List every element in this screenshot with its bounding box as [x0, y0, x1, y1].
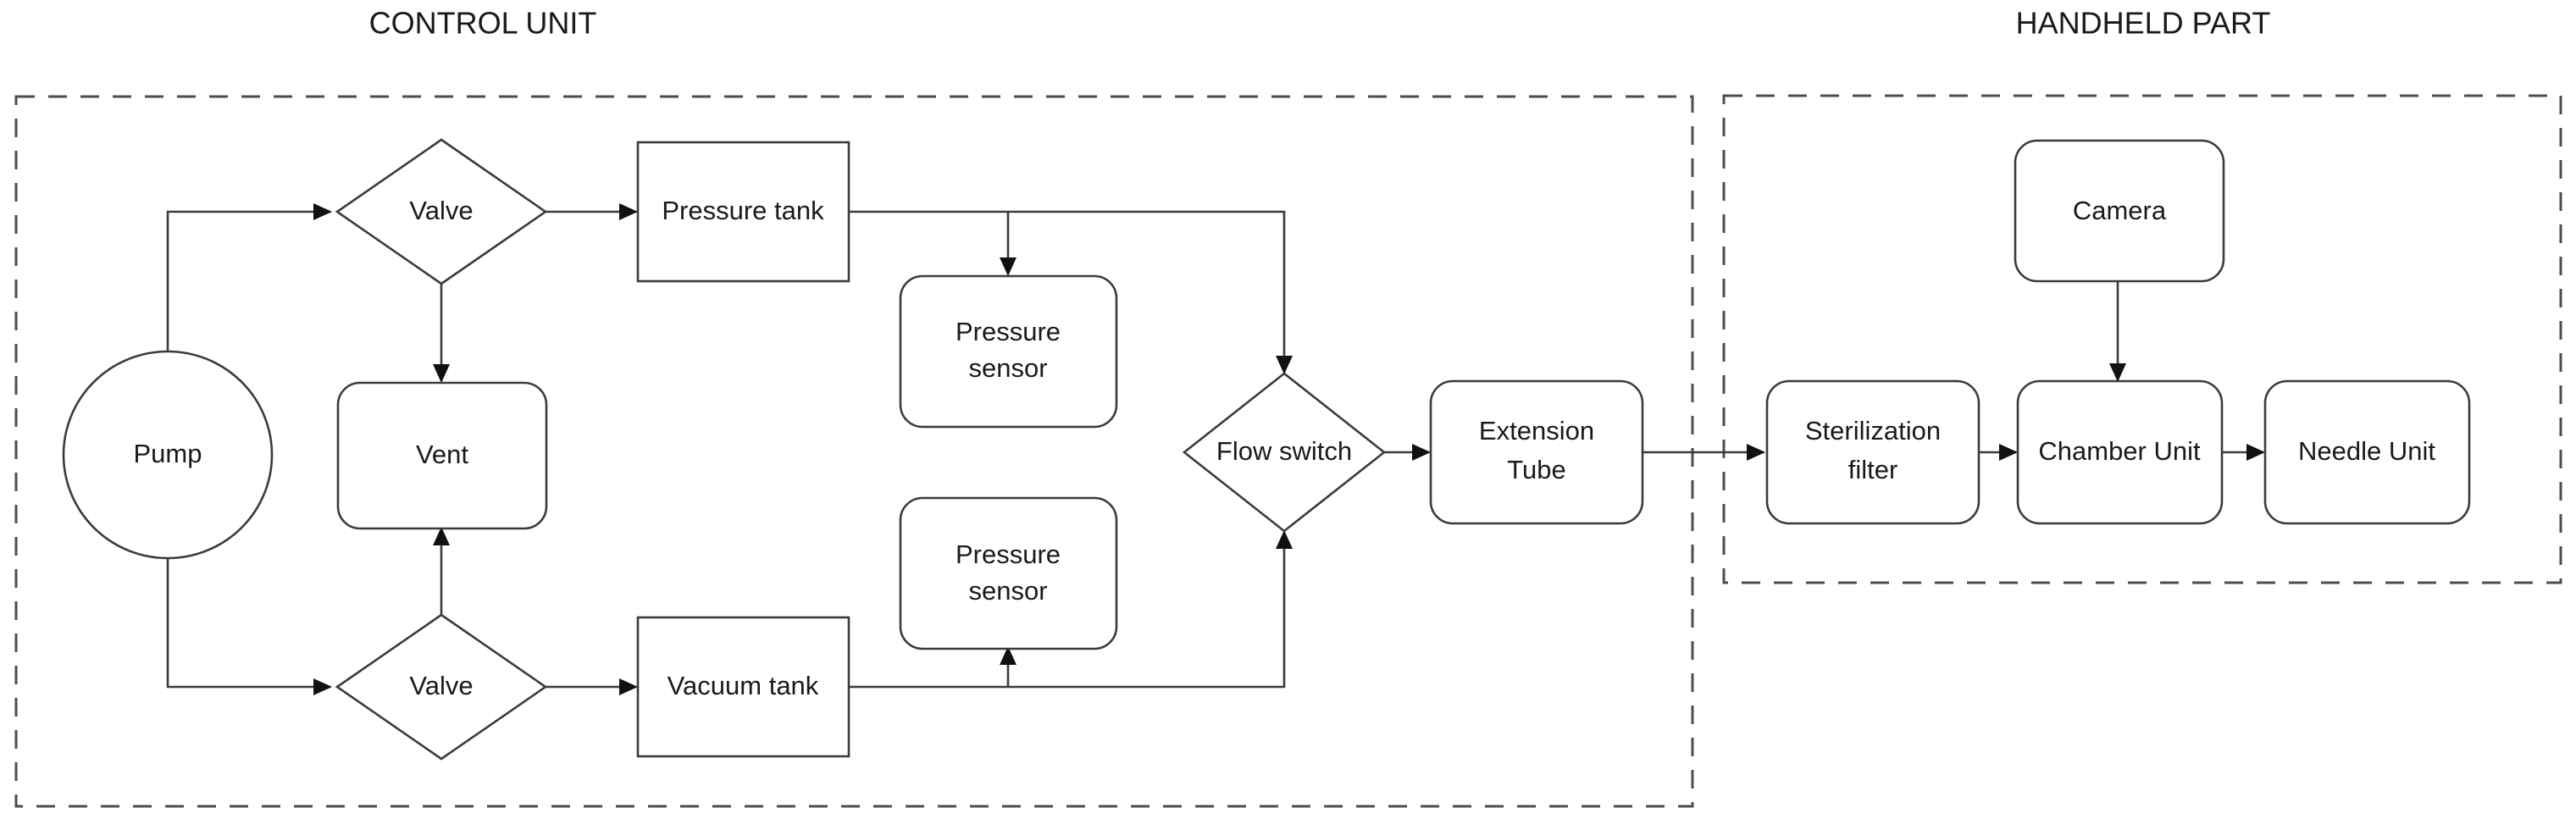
edge-pump-to-valve-top: [166, 203, 332, 351]
node-vacuum-tank[interactable]: Vacuum tank: [636, 616, 850, 758]
node-pressure-sensor-top-label-line2: sensor: [968, 353, 1047, 383]
node-valve-bottom[interactable]: Valve: [335, 613, 548, 761]
node-valve-bottom-label: Valve: [409, 671, 473, 700]
edge-sterilization-filter-to-chamber-unit: [1979, 444, 2018, 461]
edge-extension-tube-to-sterilization-filter: [1643, 444, 1765, 461]
handheld-part-group-box: [1722, 94, 2562, 584]
edge-valve-top-to-vent: [433, 284, 450, 383]
edge-valve-bottom-to-vent: [433, 527, 450, 615]
node-valve-top-label: Valve: [409, 196, 473, 225]
edge-pressure-tank-to-pressure-sensor-top: [1000, 212, 1017, 276]
edge-flow-switch-to-extension-tube: [1384, 444, 1431, 461]
node-camera-label: Camera: [2073, 196, 2167, 225]
node-vent[interactable]: Vent: [336, 381, 548, 530]
node-pressure-sensor-top[interactable]: Pressure sensor: [899, 274, 1118, 429]
edge-vacuum-tank-to-flow-switch: [849, 530, 1293, 689]
node-extension-tube-label-line2: Tube: [1507, 455, 1566, 484]
edge-valve-top-to-pressure-tank: [546, 203, 638, 220]
edge-camera-to-chamber-unit: [2109, 281, 2126, 382]
node-chamber-unit-label: Chamber Unit: [2038, 436, 2201, 466]
node-flow-switch-label: Flow switch: [1216, 436, 1352, 466]
node-extension-tube-label-line1: Extension: [1479, 416, 1594, 445]
node-valve-top[interactable]: Valve: [335, 138, 548, 285]
edge-vacuum-tank-to-pressure-sensor-bottom: [1000, 646, 1017, 687]
node-pressure-tank-label: Pressure tank: [662, 196, 824, 225]
node-pump-label: Pump: [134, 439, 202, 468]
edge-chamber-unit-to-needle-unit: [2222, 444, 2265, 461]
node-sterilization-filter[interactable]: Sterilization filter: [1765, 379, 1980, 525]
node-vent-label: Vent: [416, 440, 468, 469]
node-pressure-sensor-bottom-label-line2: sensor: [968, 576, 1047, 606]
node-flow-switch[interactable]: Flow switch: [1182, 372, 1387, 533]
node-chamber-unit[interactable]: Chamber Unit: [2016, 379, 2224, 525]
edge-valve-bottom-to-vacuum-tank: [546, 678, 638, 695]
node-camera[interactable]: Camera: [2014, 139, 2225, 283]
edge-pump-to-valve-bottom: [166, 558, 332, 695]
node-sterilization-filter-label-line2: filter: [1848, 455, 1898, 484]
node-needle-unit[interactable]: Needle Unit: [2263, 379, 2471, 525]
node-extension-tube[interactable]: Extension Tube: [1429, 379, 1644, 525]
handheld-part-title: HANDHELD PART: [2016, 6, 2271, 41]
node-pressure-sensor-bottom[interactable]: Pressure sensor: [899, 496, 1118, 650]
node-pressure-sensor-bottom-label-line1: Pressure: [956, 540, 1061, 569]
control-unit-title: CONTROL UNIT: [369, 6, 597, 41]
node-vacuum-tank-label: Vacuum tank: [668, 671, 819, 700]
edge-pressure-tank-to-flow-switch: [849, 210, 1293, 374]
node-pump[interactable]: Pump: [62, 350, 274, 560]
node-sterilization-filter-label-line1: Sterilization: [1805, 416, 1941, 445]
node-pressure-tank[interactable]: Pressure tank: [636, 141, 850, 283]
node-needle-unit-label: Needle Unit: [2298, 436, 2435, 466]
node-pressure-sensor-top-label-line1: Pressure: [956, 317, 1061, 346]
